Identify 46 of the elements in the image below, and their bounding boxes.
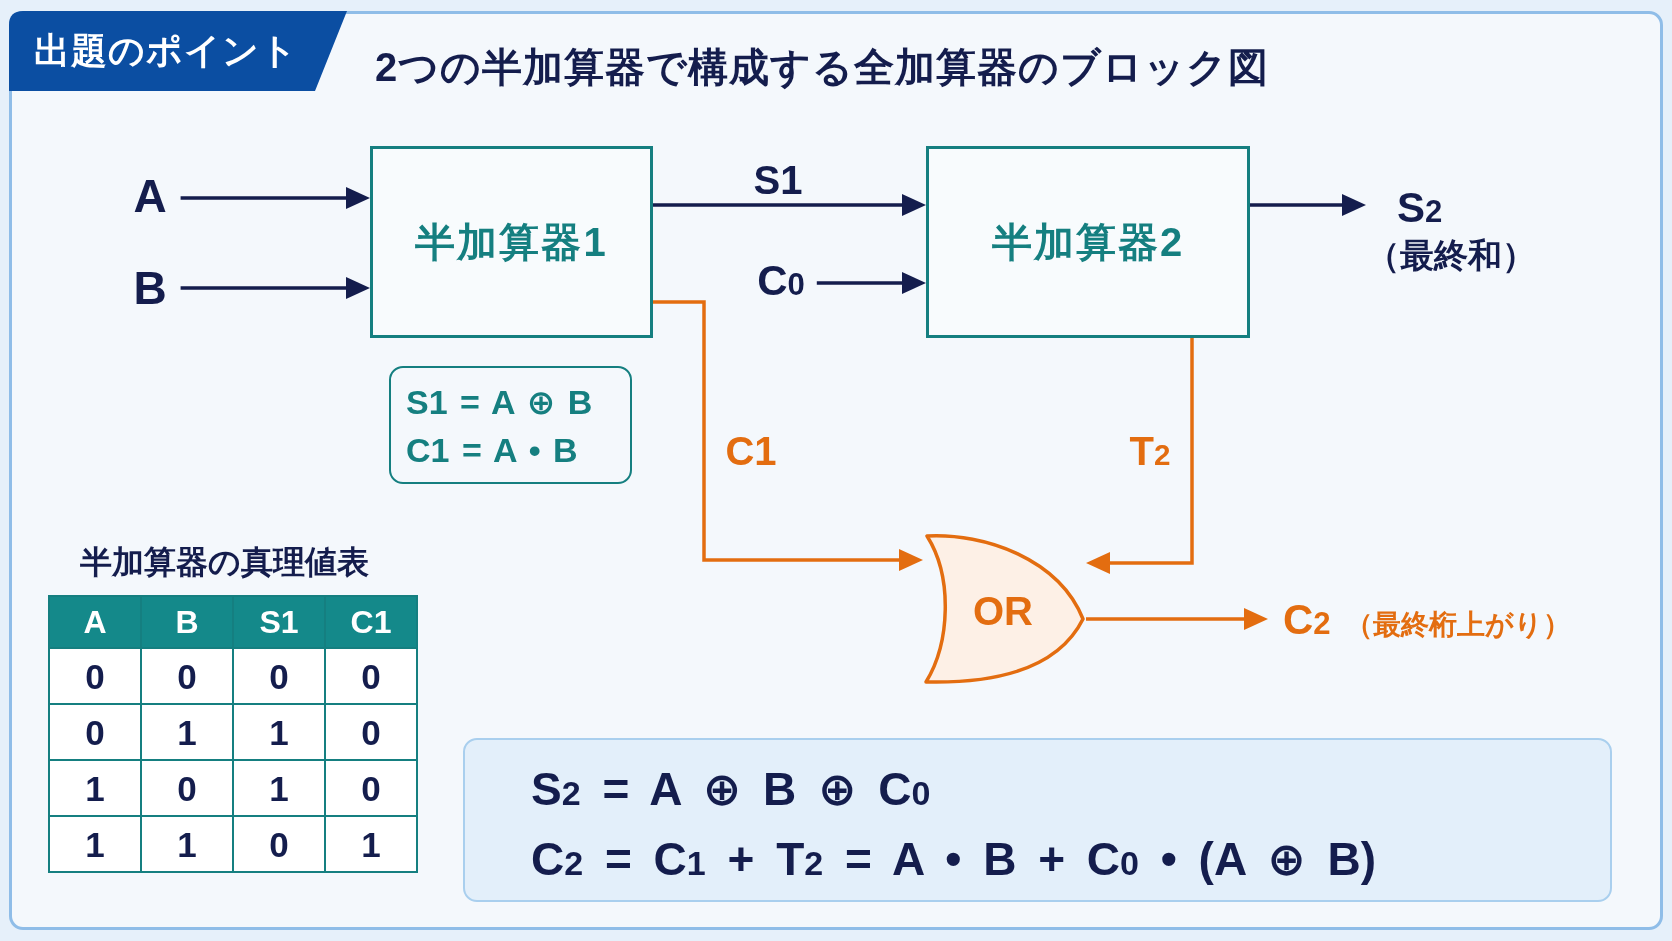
column-header: A bbox=[49, 596, 141, 648]
table-title: 半加算器の真理値表 bbox=[80, 543, 369, 582]
column-header: S1 bbox=[233, 596, 325, 648]
arrow bbox=[180, 187, 370, 209]
table-cell: 0 bbox=[141, 648, 233, 704]
table-cell: 0 bbox=[325, 648, 417, 704]
block-label: 半加算器2 bbox=[991, 220, 1185, 264]
table-cell: 0 bbox=[325, 704, 417, 760]
arrow bbox=[1250, 194, 1366, 216]
formula-text: S1 = A ⊕ B bbox=[406, 382, 593, 423]
arrow bbox=[1086, 608, 1268, 630]
signal-label: A bbox=[133, 173, 167, 219]
diagram-title: 2つの半加算器で構成する全加算器のブロック図 bbox=[375, 44, 1270, 90]
column-header: C1 bbox=[325, 596, 417, 648]
heading-tab bbox=[9, 11, 347, 91]
table-cell: 1 bbox=[49, 816, 141, 872]
arrow bbox=[180, 277, 370, 299]
table-cell: 1 bbox=[49, 760, 141, 816]
table-cell: 1 bbox=[325, 816, 417, 872]
tab-label: 出題のポイント bbox=[34, 29, 298, 73]
half-adder-block bbox=[370, 146, 653, 338]
table-cell: 0 bbox=[49, 704, 141, 760]
table-cell: 0 bbox=[233, 648, 325, 704]
or-gate bbox=[923, 533, 1086, 685]
table-cell: 1 bbox=[141, 816, 233, 872]
gate-label: OR bbox=[973, 591, 1033, 631]
table-cell: 1 bbox=[141, 704, 233, 760]
block-label: 半加算器1 bbox=[415, 220, 608, 264]
table-cell: 0 bbox=[49, 648, 141, 704]
formula-text: C1 = A • B bbox=[406, 430, 578, 471]
arrow bbox=[653, 300, 923, 571]
table-cell: 1 bbox=[233, 760, 325, 816]
table-cell: 0 bbox=[325, 760, 417, 816]
note-text: （最終和） bbox=[1366, 238, 1536, 274]
table-cell: 1 bbox=[233, 704, 325, 760]
note-text: （最終桁上がり） bbox=[1344, 610, 1571, 640]
arrow bbox=[653, 194, 926, 216]
arrow bbox=[1086, 338, 1194, 574]
column-header: B bbox=[141, 596, 233, 648]
table-cell: 0 bbox=[233, 816, 325, 872]
arrow bbox=[816, 272, 926, 294]
formula-box bbox=[389, 366, 632, 484]
signal-label: B bbox=[133, 265, 167, 311]
half-adder-block bbox=[926, 146, 1250, 338]
formula-box bbox=[463, 738, 1612, 902]
table-cell: 0 bbox=[141, 760, 233, 816]
